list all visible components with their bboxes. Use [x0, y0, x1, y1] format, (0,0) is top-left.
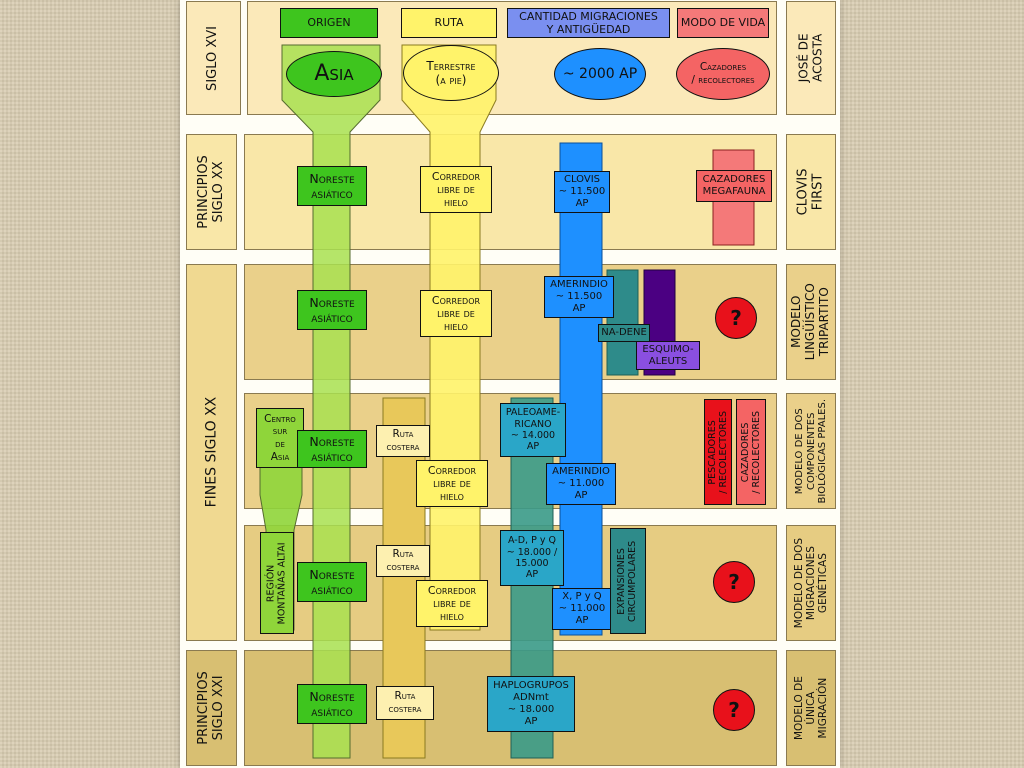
- corredor-1: Corredor libre de hielo: [420, 166, 492, 213]
- corredor-4-label: Corredor libre de hielo: [427, 583, 477, 624]
- header-modo: MODO DE VIDA: [677, 8, 769, 38]
- haplogrupos-label: HAPLOGRUPOS ADNmt ~ 18.000 AP: [493, 680, 569, 727]
- ellipse-cazadores: Cazadores / recolectores: [676, 48, 770, 100]
- question-mark-1-label: ?: [730, 306, 742, 330]
- cazadores-rec-label: CAZADORES / RECOLECTORES: [739, 410, 762, 494]
- header-cantidad: CANTIDAD MIGRACIONES Y ANTIGÜEDAD: [507, 8, 670, 38]
- model-dos-migraciones: MODELO DE DOS MIGRACIONES GENÉTICAS: [786, 525, 836, 641]
- noreste-asiatico-4-label: Noreste asiático: [309, 567, 355, 597]
- noreste-asiatico-5: Noreste asiático: [297, 684, 367, 724]
- amerindio-11500-label: AMERINDIO ~ 11.500 AP: [550, 279, 608, 314]
- ellipse-terrestre: Terrestre (a pie): [403, 45, 499, 101]
- model-clovis-first: CLOVIS FIRST: [786, 134, 836, 250]
- cazadores-rec-box: CAZADORES / RECOLECTORES: [736, 399, 766, 505]
- header-cantidad-label: CANTIDAD MIGRACIONES Y ANTIGÜEDAD: [519, 9, 658, 36]
- corredor-3: Corredor libre de hielo: [416, 460, 488, 507]
- noreste-asiatico-3-label: Noreste asiático: [309, 434, 355, 464]
- clovis-box: CLOVIS ~ 11.500 AP: [554, 171, 610, 213]
- header-ruta: RUTA: [401, 8, 497, 38]
- xpq-label: X, P y Q ~ 11.000 AP: [558, 591, 606, 626]
- na-dene-label: NA-DENE: [601, 327, 647, 338]
- ellipse-asia-label: Asia: [314, 60, 354, 86]
- noreste-asiatico-1: Noreste asiático: [297, 166, 367, 206]
- ruta-costera-3: Ruta costera: [376, 686, 434, 720]
- xpq-box: X, P y Q ~ 11.000 AP: [552, 588, 612, 630]
- ruta-costera-1-label: Ruta costera: [386, 428, 420, 453]
- period-siglo-xvi: SIGLO XVI: [186, 1, 241, 115]
- period-fines-xx: FINES SIGLO XX: [186, 264, 237, 641]
- cazadores-megafauna-label: CAZADORES MEGAFAUNA: [702, 174, 766, 197]
- ruta-costera-1: Ruta costera: [376, 425, 430, 457]
- noreste-asiatico-3: Noreste asiático: [297, 430, 367, 468]
- pescadores-box: PESCADORES / RECOLECTORES: [704, 399, 732, 505]
- adpq-box: A-D, P y Q ~ 18.000 / 15.000 AP: [500, 530, 564, 586]
- question-mark-2-label: ?: [728, 570, 740, 594]
- centro-sur-asia-label: Centro sur de Asia: [264, 412, 296, 463]
- region-altai-label: REGIÓN MONTAÑAS ALTAI: [265, 542, 289, 624]
- header-origen-label: ORIGEN: [307, 16, 351, 30]
- corredor-1-label: Corredor libre de hielo: [431, 169, 481, 210]
- model-dos-componentes: MODELO DE DOS COMPONENTES BIOLÓGICAS PPA…: [786, 393, 836, 509]
- amerindio-11000-label: AMERINDIO ~ 11.000 AP: [552, 466, 610, 501]
- corredor-2-label: Corredor libre de hielo: [431, 293, 481, 334]
- centro-sur-asia: Centro sur de Asia: [256, 408, 304, 468]
- ellipse-2000ap: ~ 2000 AP: [554, 48, 646, 100]
- corredor-2: Corredor libre de hielo: [420, 290, 492, 337]
- question-mark-2: ?: [713, 561, 755, 603]
- diagram-canvas: SIGLO XVI PRINCIPIOS SIGLO XX FINES SIGL…: [180, 0, 840, 768]
- esquimo-label: ESQUIMO- ALEUTS: [642, 343, 694, 367]
- model-linguistico: MODELO LINGÜÍSTICO TRIPARTITO: [786, 264, 836, 380]
- noreste-asiatico-5-label: Noreste asiático: [309, 689, 355, 719]
- clovis-box-label: CLOVIS ~ 11.500 AP: [558, 174, 606, 209]
- ellipse-2000ap-label: ~ 2000 AP: [562, 65, 638, 82]
- flow-columns: [259, 44, 755, 759]
- model-unica: MODELO DE ÚNICA MIGRACIÓN: [786, 650, 836, 766]
- ruta-costera-3-label: Ruta costera: [388, 690, 422, 715]
- esquimo-box: ESQUIMO- ALEUTS: [636, 341, 700, 370]
- ellipse-terrestre-label: Terrestre (a pie): [426, 58, 476, 87]
- period-principios-xxi: PRINCIPIOS SIGLO XXI: [186, 650, 237, 766]
- model-jose-acosta: JOSÉ DE ACOSTA: [786, 1, 836, 115]
- question-mark-1: ?: [715, 297, 757, 339]
- haplogrupos-box: HAPLOGRUPOS ADNmt ~ 18.000 AP: [487, 676, 575, 732]
- cazadores-megafauna: CAZADORES MEGAFAUNA: [696, 170, 772, 202]
- paleoamericano-label: PALEOAME- RICANO ~ 14.000 AP: [505, 407, 561, 453]
- noreste-asiatico-1-label: Noreste asiático: [309, 171, 355, 201]
- ruta-costera-2: Ruta costera: [376, 545, 430, 577]
- paleoamericano: PALEOAME- RICANO ~ 14.000 AP: [500, 403, 566, 457]
- ellipse-asia: Asia: [286, 51, 382, 97]
- corredor-3-label: Corredor libre de hielo: [427, 463, 477, 504]
- expansiones-label: EXPANSIONES CIRCUMPOLARES: [616, 540, 640, 622]
- amerindio-11500: AMERINDIO ~ 11.500 AP: [544, 276, 614, 318]
- adpq-label: A-D, P y Q ~ 18.000 / 15.000 AP: [506, 535, 558, 581]
- period-principios-xx: PRINCIPIOS SIGLO XX: [186, 134, 237, 250]
- question-mark-3: ?: [713, 689, 755, 731]
- blue-column: [559, 142, 603, 636]
- ruta-costera-2-label: Ruta costera: [386, 548, 420, 573]
- question-mark-3-label: ?: [728, 698, 740, 722]
- noreste-asiatico-2-label: Noreste asiático: [309, 295, 355, 325]
- region-altai: REGIÓN MONTAÑAS ALTAI: [260, 532, 294, 634]
- noreste-asiatico-4: Noreste asiático: [297, 562, 367, 602]
- header-origen: ORIGEN: [280, 8, 378, 38]
- na-dene-box: NA-DENE: [598, 324, 650, 342]
- pescadores-label: PESCADORES / RECOLECTORES: [706, 410, 729, 494]
- noreste-asiatico-2: Noreste asiático: [297, 290, 367, 330]
- amerindio-11000: AMERINDIO ~ 11.000 AP: [546, 463, 616, 505]
- header-ruta-label: RUTA: [434, 16, 464, 30]
- header-modo-label: MODO DE VIDA: [680, 16, 766, 30]
- green-funnel: [281, 44, 381, 759]
- ellipse-cazadores-label: Cazadores / recolectores: [691, 61, 755, 86]
- corredor-4: Corredor libre de hielo: [416, 580, 488, 627]
- expansiones-box: EXPANSIONES CIRCUMPOLARES: [610, 528, 646, 634]
